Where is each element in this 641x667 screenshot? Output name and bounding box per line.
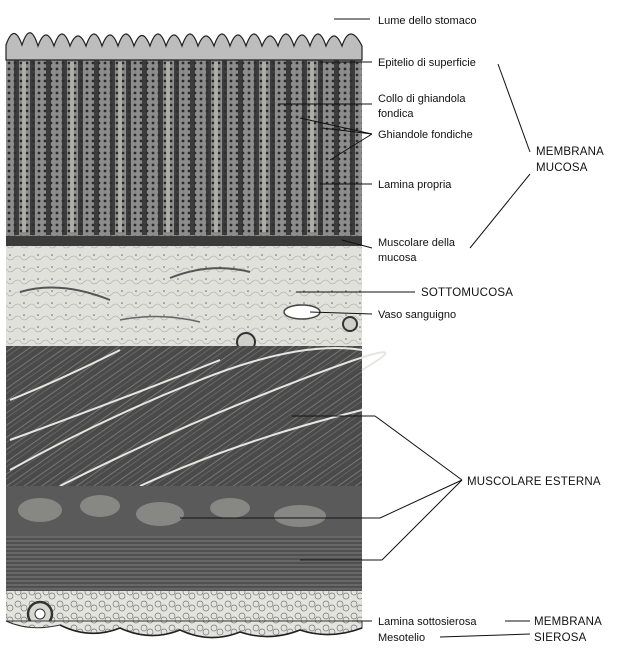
label-ghiandole: Ghiandole fondiche (378, 129, 473, 141)
fundic-glands (14, 60, 355, 235)
label-collo-line2: fondica (378, 108, 414, 120)
label-muscolare-mucosa-line1: Muscolare della (378, 237, 456, 249)
leader-lines (180, 18, 531, 638)
label-sottomucosa: SOTTOMUCOSA (421, 287, 513, 299)
lamina-propria (22, 62, 314, 232)
mucosa-layer (5, 32, 363, 240)
label-collo-line1: Collo di ghiandola (378, 93, 466, 105)
serosa-layer (5, 591, 363, 639)
label-muscolare-esterna: MUSCOLARE ESTERNA (467, 476, 601, 488)
label-vaso: Vaso sanguigno (378, 309, 456, 321)
tissue-section (5, 32, 387, 639)
label-muscolare-mucosa-line2: mucosa (378, 252, 417, 264)
group-membrana-sierosa-line2: SIEROSA (534, 632, 587, 644)
group-membrana-mucosa-line2: MUCOSA (536, 162, 588, 174)
muscularis-externa-layer (6, 346, 387, 591)
label-lume: Lume dello stomaco (378, 15, 476, 27)
labels: Lume dello stomaco Epitelio di superfici… (378, 15, 604, 644)
label-mesotelio: Mesotelio (378, 632, 425, 644)
group-membrana-mucosa-line1: MEMBRANA (536, 146, 604, 158)
surface-epithelium (5, 32, 363, 61)
group-membrana-sierosa-line1: MEMBRANA (534, 616, 602, 628)
label-lamina-sottosierosa: Lamina sottosierosa (378, 616, 477, 628)
mesothelium (59, 624, 363, 639)
submucosa-layer (6, 246, 362, 352)
label-epitelio: Epitelio di superficie (378, 57, 476, 69)
muscularis-mucosae (6, 236, 362, 246)
label-lamina-propria: Lamina propria (378, 179, 452, 191)
